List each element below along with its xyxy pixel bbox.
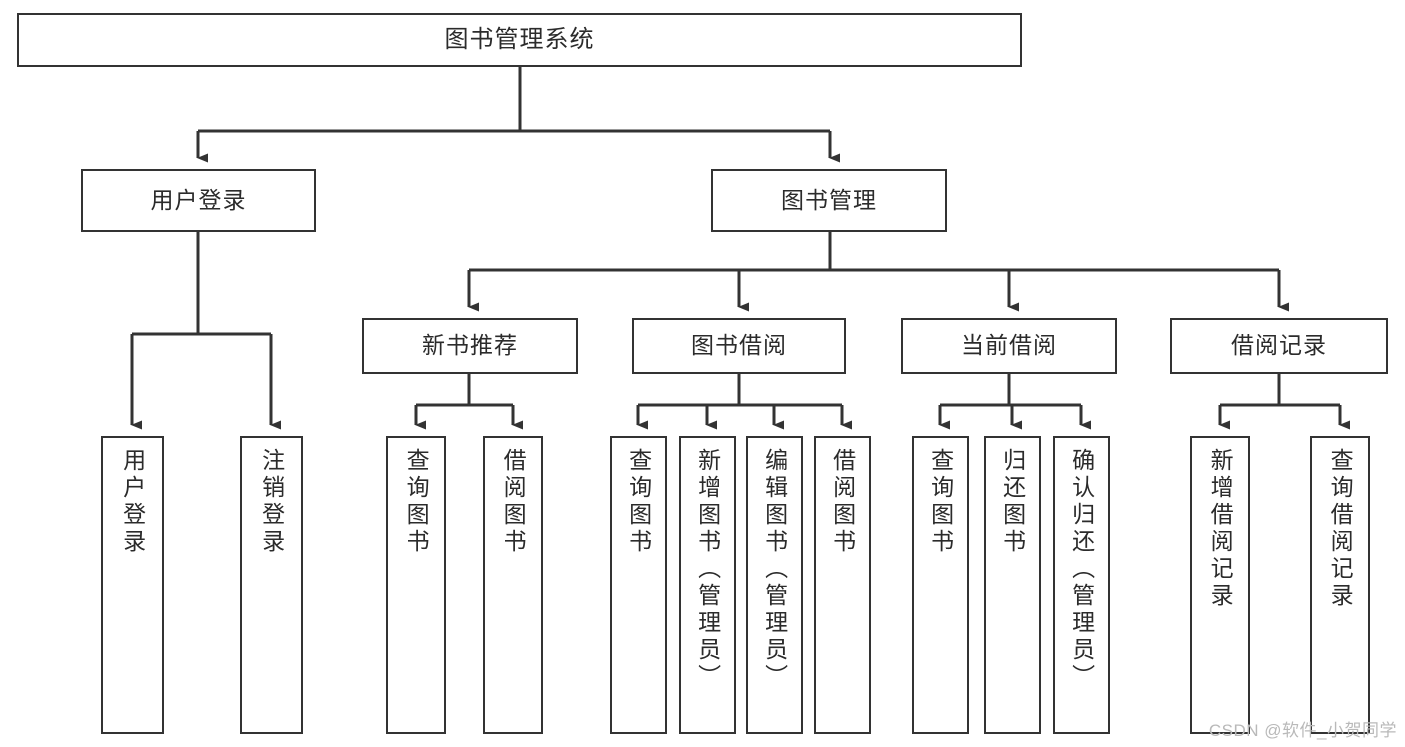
node-label: 归还图书 — [999, 448, 1026, 556]
node-leaf-query-book-2[interactable]: 查询图书 — [610, 436, 667, 734]
node-new-book-rec[interactable]: 新书推荐 — [362, 318, 578, 374]
node-label: 当前借阅 — [961, 332, 1057, 359]
node-leaf-query-book-1[interactable]: 查询图书 — [386, 436, 446, 734]
node-label: 图书管理 — [781, 186, 877, 213]
node-label: 用户登录 — [119, 448, 146, 556]
node-leaf-add-record[interactable]: 新增借阅记录 — [1190, 436, 1250, 734]
node-label: 编辑图书（管理员） — [761, 448, 788, 691]
node-current-borrow[interactable]: 当前借阅 — [901, 318, 1117, 374]
node-label: 借阅记录 — [1231, 332, 1327, 359]
node-label: 图书借阅 — [691, 332, 787, 359]
node-user-login[interactable]: 用户登录 — [81, 169, 316, 232]
node-borrow-record[interactable]: 借阅记录 — [1170, 318, 1388, 374]
node-label: 查询图书 — [403, 448, 430, 556]
node-leaf-borrow-book-2[interactable]: 借阅图书 — [814, 436, 871, 734]
node-label: 查询图书 — [625, 448, 652, 556]
node-leaf-user-logout[interactable]: 注销登录 — [240, 436, 303, 734]
node-label: 新增图书（管理员） — [694, 448, 721, 691]
node-label: 查询借阅记录 — [1327, 448, 1354, 610]
node-leaf-confirm-return[interactable]: 确认归还（管理员） — [1053, 436, 1110, 734]
node-label: 注销登录 — [258, 448, 285, 556]
node-root-system[interactable]: 图书管理系统 — [17, 13, 1022, 67]
node-leaf-edit-book[interactable]: 编辑图书（管理员） — [746, 436, 803, 734]
watermark: CSDN @软件_小贺同学 — [1208, 721, 1397, 740]
node-leaf-user-login[interactable]: 用户登录 — [101, 436, 164, 734]
node-book-manage[interactable]: 图书管理 — [711, 169, 947, 232]
node-leaf-add-book[interactable]: 新增图书（管理员） — [679, 436, 736, 734]
node-book-borrow[interactable]: 图书借阅 — [632, 318, 846, 374]
node-leaf-query-book-3[interactable]: 查询图书 — [912, 436, 969, 734]
node-label: 查询图书 — [927, 448, 954, 556]
node-label: 借阅图书 — [500, 448, 527, 556]
node-label: 确认归还（管理员） — [1068, 448, 1095, 691]
node-label: 新增借阅记录 — [1207, 448, 1234, 610]
node-leaf-return-book[interactable]: 归还图书 — [984, 436, 1041, 734]
node-label: 新书推荐 — [422, 332, 518, 359]
node-leaf-query-record[interactable]: 查询借阅记录 — [1310, 436, 1370, 734]
node-label: 借阅图书 — [829, 448, 856, 556]
node-label: 图书管理系统 — [444, 25, 595, 53]
node-leaf-borrow-book-1[interactable]: 借阅图书 — [483, 436, 543, 734]
node-label: 用户登录 — [150, 186, 247, 213]
